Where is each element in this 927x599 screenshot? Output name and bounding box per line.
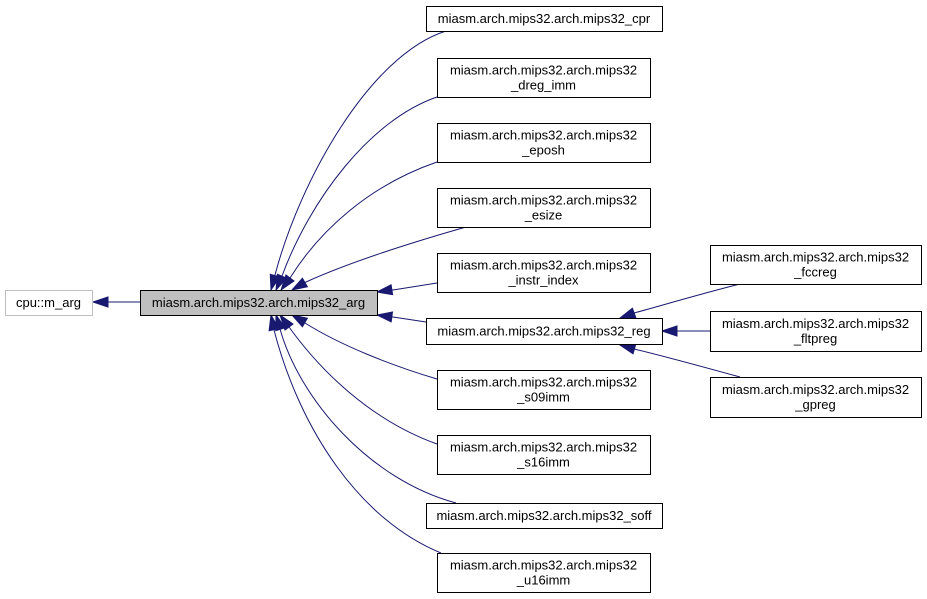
class-box	[437, 58, 651, 98]
edges-layer	[91, 30, 741, 554]
class-node-mips32-u16imm[interactable]: miasm.arch.mips32.arch.mips32_u16imm	[437, 553, 651, 593]
arrowhead-icon	[660, 325, 678, 337]
arrowhead-icon	[275, 273, 288, 292]
class-node-mips32-cpr[interactable]: miasm.arch.mips32.arch.mips32_cpr	[426, 6, 663, 32]
class-name-label: _s09imm	[516, 390, 570, 405]
class-name-label: miasm.arch.mips32.arch.mips32_soff	[436, 508, 651, 523]
arrowhead-icon	[279, 313, 294, 331]
class-box	[710, 245, 922, 285]
edge-line	[289, 161, 438, 280]
class-node-mips32-dreg-imm[interactable]: miasm.arch.mips32.arch.mips32_dreg_imm	[437, 58, 651, 98]
edge-mips32_s09imm-to-mips32_arg	[290, 314, 438, 380]
edge-mips32_u16imm-to-mips32_arg	[268, 313, 442, 554]
class-name-label: cpu::m_arg	[16, 295, 81, 310]
class-box	[710, 377, 922, 418]
edge-line	[303, 321, 438, 380]
edge-mips32_s16imm-to-mips32_arg	[279, 313, 438, 445]
edge-mips32_fccreg-to-mips32_reg	[618, 283, 741, 319]
class-node-mips32-eposh[interactable]: miasm.arch.mips32.arch.mips32_eposh	[437, 123, 651, 163]
arrowhead-icon	[268, 313, 280, 332]
class-node-mips32-reg[interactable]: miasm.arch.mips32.arch.mips32_reg	[426, 318, 663, 345]
class-box	[437, 188, 651, 228]
arrowhead-icon	[91, 296, 109, 308]
class-name-label: _dreg_imm	[510, 78, 576, 93]
class-name-label: _eposh	[521, 143, 565, 158]
class-box	[426, 318, 663, 345]
class-name-label: miasm.arch.mips32.arch.mips32_cpr	[438, 11, 651, 26]
edge-line	[390, 316, 427, 323]
class-name-label: _u16imm	[516, 573, 570, 588]
class-box	[437, 553, 651, 593]
arrowhead-icon	[375, 311, 394, 323]
class-box	[437, 123, 651, 163]
edge-line	[303, 226, 467, 284]
class-name-label: miasm.arch.mips32.arch.mips32	[450, 440, 637, 455]
edge-mips32_fltpreg-to-mips32_reg	[660, 325, 710, 337]
class-node-mips32-fltpreg[interactable]: miasm.arch.mips32.arch.mips32_fltpreg	[710, 311, 922, 352]
class-box	[437, 435, 651, 475]
class-name-label: miasm.arch.mips32.arch.mips32_reg	[437, 324, 650, 339]
edge-line	[633, 283, 741, 314]
class-name-label: _esize	[524, 208, 563, 223]
class-node-cpu-m-arg[interactable]: cpu::m_arg	[5, 290, 93, 316]
class-box	[437, 253, 651, 293]
class-node-mips32-instr-index[interactable]: miasm.arch.mips32.arch.mips32_instr_inde…	[437, 253, 651, 293]
edge-mips32_eposh-to-mips32_arg	[280, 161, 438, 292]
class-name-label: miasm.arch.mips32.arch.mips32	[450, 258, 637, 273]
edge-mips32_dreg_imm-to-mips32_arg	[275, 96, 438, 292]
class-node-mips32-arg[interactable]: miasm.arch.mips32.arch.mips32_arg	[140, 290, 378, 316]
arrowhead-icon	[618, 307, 637, 319]
edge-mips32_cpr-to-mips32_arg	[269, 30, 447, 292]
class-name-label: miasm.arch.mips32.arch.mips32	[450, 128, 637, 143]
class-box	[710, 311, 922, 352]
class-name-label: _s16imm	[516, 455, 570, 470]
class-name-label: _instr_index	[507, 273, 579, 288]
class-name-label: miasm.arch.mips32.arch.mips32	[450, 63, 637, 78]
edge-line	[279, 328, 457, 504]
class-name-label: miasm.arch.mips32.arch.mips32_arg	[152, 295, 365, 310]
class-name-label: miasm.arch.mips32.arch.mips32	[722, 382, 909, 397]
class-name-label: miasm.arch.mips32.arch.mips32	[450, 558, 637, 573]
arrowhead-icon	[290, 277, 309, 291]
edge-line	[274, 30, 447, 277]
class-name-label: miasm.arch.mips32.arch.mips32	[722, 316, 909, 331]
edge-line	[273, 328, 442, 554]
class-name-label: _gpreg	[794, 397, 835, 412]
edge-line	[390, 282, 438, 291]
class-box	[140, 290, 378, 316]
arrowhead-icon	[290, 314, 309, 328]
class-box	[437, 370, 651, 410]
class-node-mips32-fccreg[interactable]: miasm.arch.mips32.arch.mips32_fccreg	[710, 245, 922, 285]
class-box	[426, 6, 663, 32]
class-name-label: miasm.arch.mips32.arch.mips32	[450, 193, 637, 208]
edge-mips32_esize-to-mips32_arg	[290, 226, 467, 291]
class-name-label: miasm.arch.mips32.arch.mips32	[450, 375, 637, 390]
edge-line	[633, 348, 741, 378]
class-node-mips32-s16imm[interactable]: miasm.arch.mips32.arch.mips32_s16imm	[437, 435, 651, 475]
class-node-mips32-soff[interactable]: miasm.arch.mips32.arch.mips32_soff	[426, 503, 663, 529]
edge-line	[288, 325, 438, 445]
class-name-label: _fltpreg	[793, 331, 837, 346]
edge-mips32_arg-to-cpu_m_arg	[91, 296, 140, 308]
class-box	[5, 290, 93, 316]
arrowhead-icon	[280, 274, 295, 292]
edge-mips32_instr_index-to-mips32_arg	[375, 282, 438, 296]
class-box	[426, 503, 663, 529]
class-name-label: _fccreg	[793, 265, 837, 280]
arrowhead-icon	[618, 343, 637, 355]
arrowhead-icon	[375, 284, 394, 296]
class-name-label: miasm.arch.mips32.arch.mips32	[722, 250, 909, 265]
class-node-mips32-gpreg[interactable]: miasm.arch.mips32.arch.mips32_gpreg	[710, 377, 922, 418]
class-node-mips32-esize[interactable]: miasm.arch.mips32.arch.mips32_esize	[437, 188, 651, 228]
edge-mips32_reg-to-mips32_arg	[375, 311, 427, 323]
class-node-mips32-s09imm[interactable]: miasm.arch.mips32.arch.mips32_s09imm	[437, 370, 651, 410]
edge-line	[281, 96, 438, 278]
